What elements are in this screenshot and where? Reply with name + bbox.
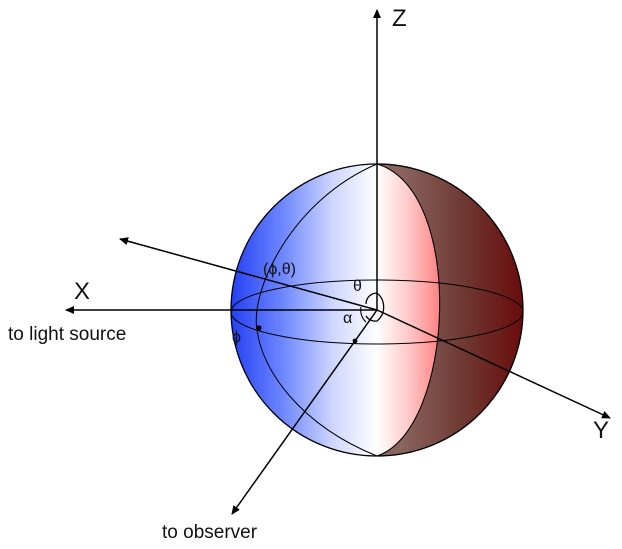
alpha-arc <box>360 306 367 323</box>
observer-point <box>352 338 358 344</box>
terminator-meridian <box>376 163 441 457</box>
alpha-label: α <box>343 310 352 327</box>
x-axis-label: X <box>74 278 90 305</box>
y-axis-label: Y <box>593 417 609 444</box>
y-axis <box>376 309 611 419</box>
light-source-label: to light source <box>8 324 126 345</box>
theta-arc <box>365 292 385 322</box>
z-axis-label: Z <box>392 5 407 32</box>
point-direction-arrow <box>119 237 378 311</box>
point-coordinate-label: (ϕ,θ) <box>263 261 296 278</box>
shadow-region <box>377 164 523 456</box>
observer-direction-arrow <box>231 309 378 515</box>
observer-label: to observer <box>162 522 258 543</box>
axes <box>65 9 611 515</box>
phi-label: ϕ <box>232 329 241 346</box>
phi-point <box>256 325 262 331</box>
theta-label: θ <box>353 278 362 295</box>
